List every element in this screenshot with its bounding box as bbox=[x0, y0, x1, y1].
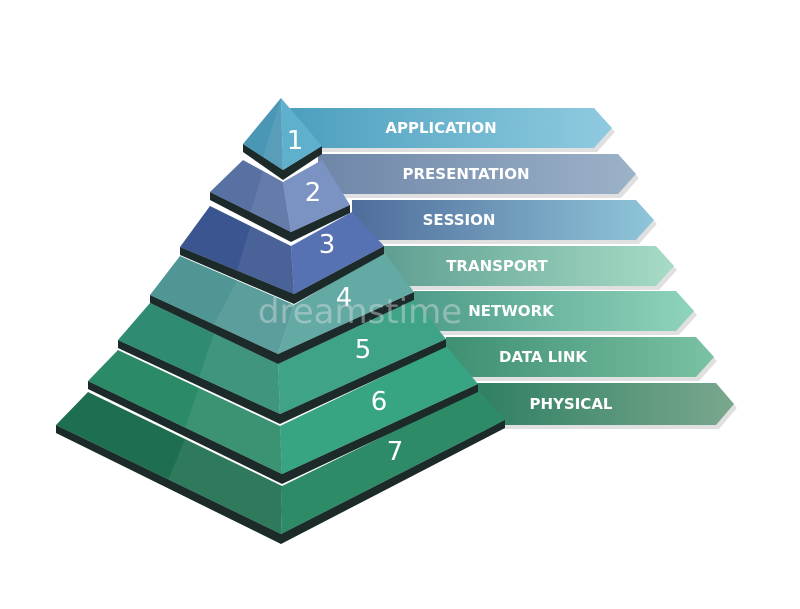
banner-label: TRANSPORT bbox=[446, 257, 548, 275]
banner-session bbox=[352, 200, 654, 240]
layer-highlight bbox=[168, 439, 282, 534]
banner-physical bbox=[476, 383, 734, 425]
banner-label: NETWORK bbox=[468, 302, 555, 320]
layer-number: 2 bbox=[305, 178, 322, 208]
pyramid-layer-6: 6 bbox=[88, 346, 478, 484]
banner-label: PRESENTATION bbox=[402, 165, 529, 183]
pyramid-layer-5: 5 bbox=[118, 300, 446, 424]
banner-network bbox=[414, 291, 694, 331]
layer-left-face bbox=[56, 392, 282, 534]
layer-number: 6 bbox=[371, 387, 388, 417]
layer-right-face bbox=[283, 160, 350, 232]
banner-presentation bbox=[318, 154, 636, 194]
layer-left-face bbox=[150, 256, 294, 354]
banner-data-link bbox=[446, 337, 714, 377]
banner-label-group: APPLICATION PRESENTATION SESSION TRANSPORT N… bbox=[385, 119, 613, 413]
layer-left-face bbox=[210, 160, 291, 232]
banner-label: PHYSICAL bbox=[530, 395, 613, 413]
layer-highlight bbox=[185, 388, 282, 474]
layer-highlight bbox=[214, 280, 294, 354]
layer-right-face bbox=[281, 98, 322, 170]
layer-gap-shadow bbox=[243, 144, 322, 180]
banner-label: DATA LINK bbox=[499, 348, 588, 366]
layer-right-face bbox=[278, 252, 414, 354]
pyramid-layer-4: 4 bbox=[150, 252, 414, 364]
layer-number: 4 bbox=[336, 283, 353, 313]
layer-number: 3 bbox=[319, 230, 336, 260]
banner-group bbox=[290, 108, 737, 429]
layer-highlight bbox=[199, 333, 280, 414]
pyramid-layer-7: 7 bbox=[56, 390, 505, 544]
layer-left-face bbox=[118, 303, 280, 414]
layer-gap-shadow bbox=[180, 246, 384, 304]
layer-right-face bbox=[278, 300, 446, 414]
banner-application bbox=[290, 108, 612, 148]
layer-right-face bbox=[280, 346, 478, 474]
layer-number: 1 bbox=[287, 126, 304, 156]
layer-highlight bbox=[237, 226, 294, 294]
pyramid-group: 7 6 543 21 bbox=[56, 98, 505, 544]
layer-highlight bbox=[263, 98, 283, 170]
layer-right-face bbox=[281, 390, 505, 534]
watermark-text: dreamstime bbox=[258, 292, 462, 332]
layer-gap-shadow bbox=[210, 192, 350, 242]
layer-gap-shadow bbox=[150, 292, 414, 364]
banner-label: SESSION bbox=[423, 211, 496, 229]
layer-number: 5 bbox=[355, 335, 372, 365]
banner-label: APPLICATION bbox=[385, 119, 496, 137]
layer-left-face bbox=[180, 206, 294, 294]
layer-left-face bbox=[243, 98, 283, 170]
layer-highlight bbox=[250, 171, 291, 232]
pyramid-layer-2: 2 bbox=[210, 160, 350, 242]
pyramid-layer-3: 3 bbox=[180, 206, 384, 304]
layer-left-face bbox=[88, 350, 282, 474]
pyramid-layer-1: 1 bbox=[243, 98, 322, 180]
layer-right-face bbox=[291, 212, 384, 294]
layer-number: 7 bbox=[387, 437, 404, 467]
banner-transport bbox=[384, 246, 674, 286]
